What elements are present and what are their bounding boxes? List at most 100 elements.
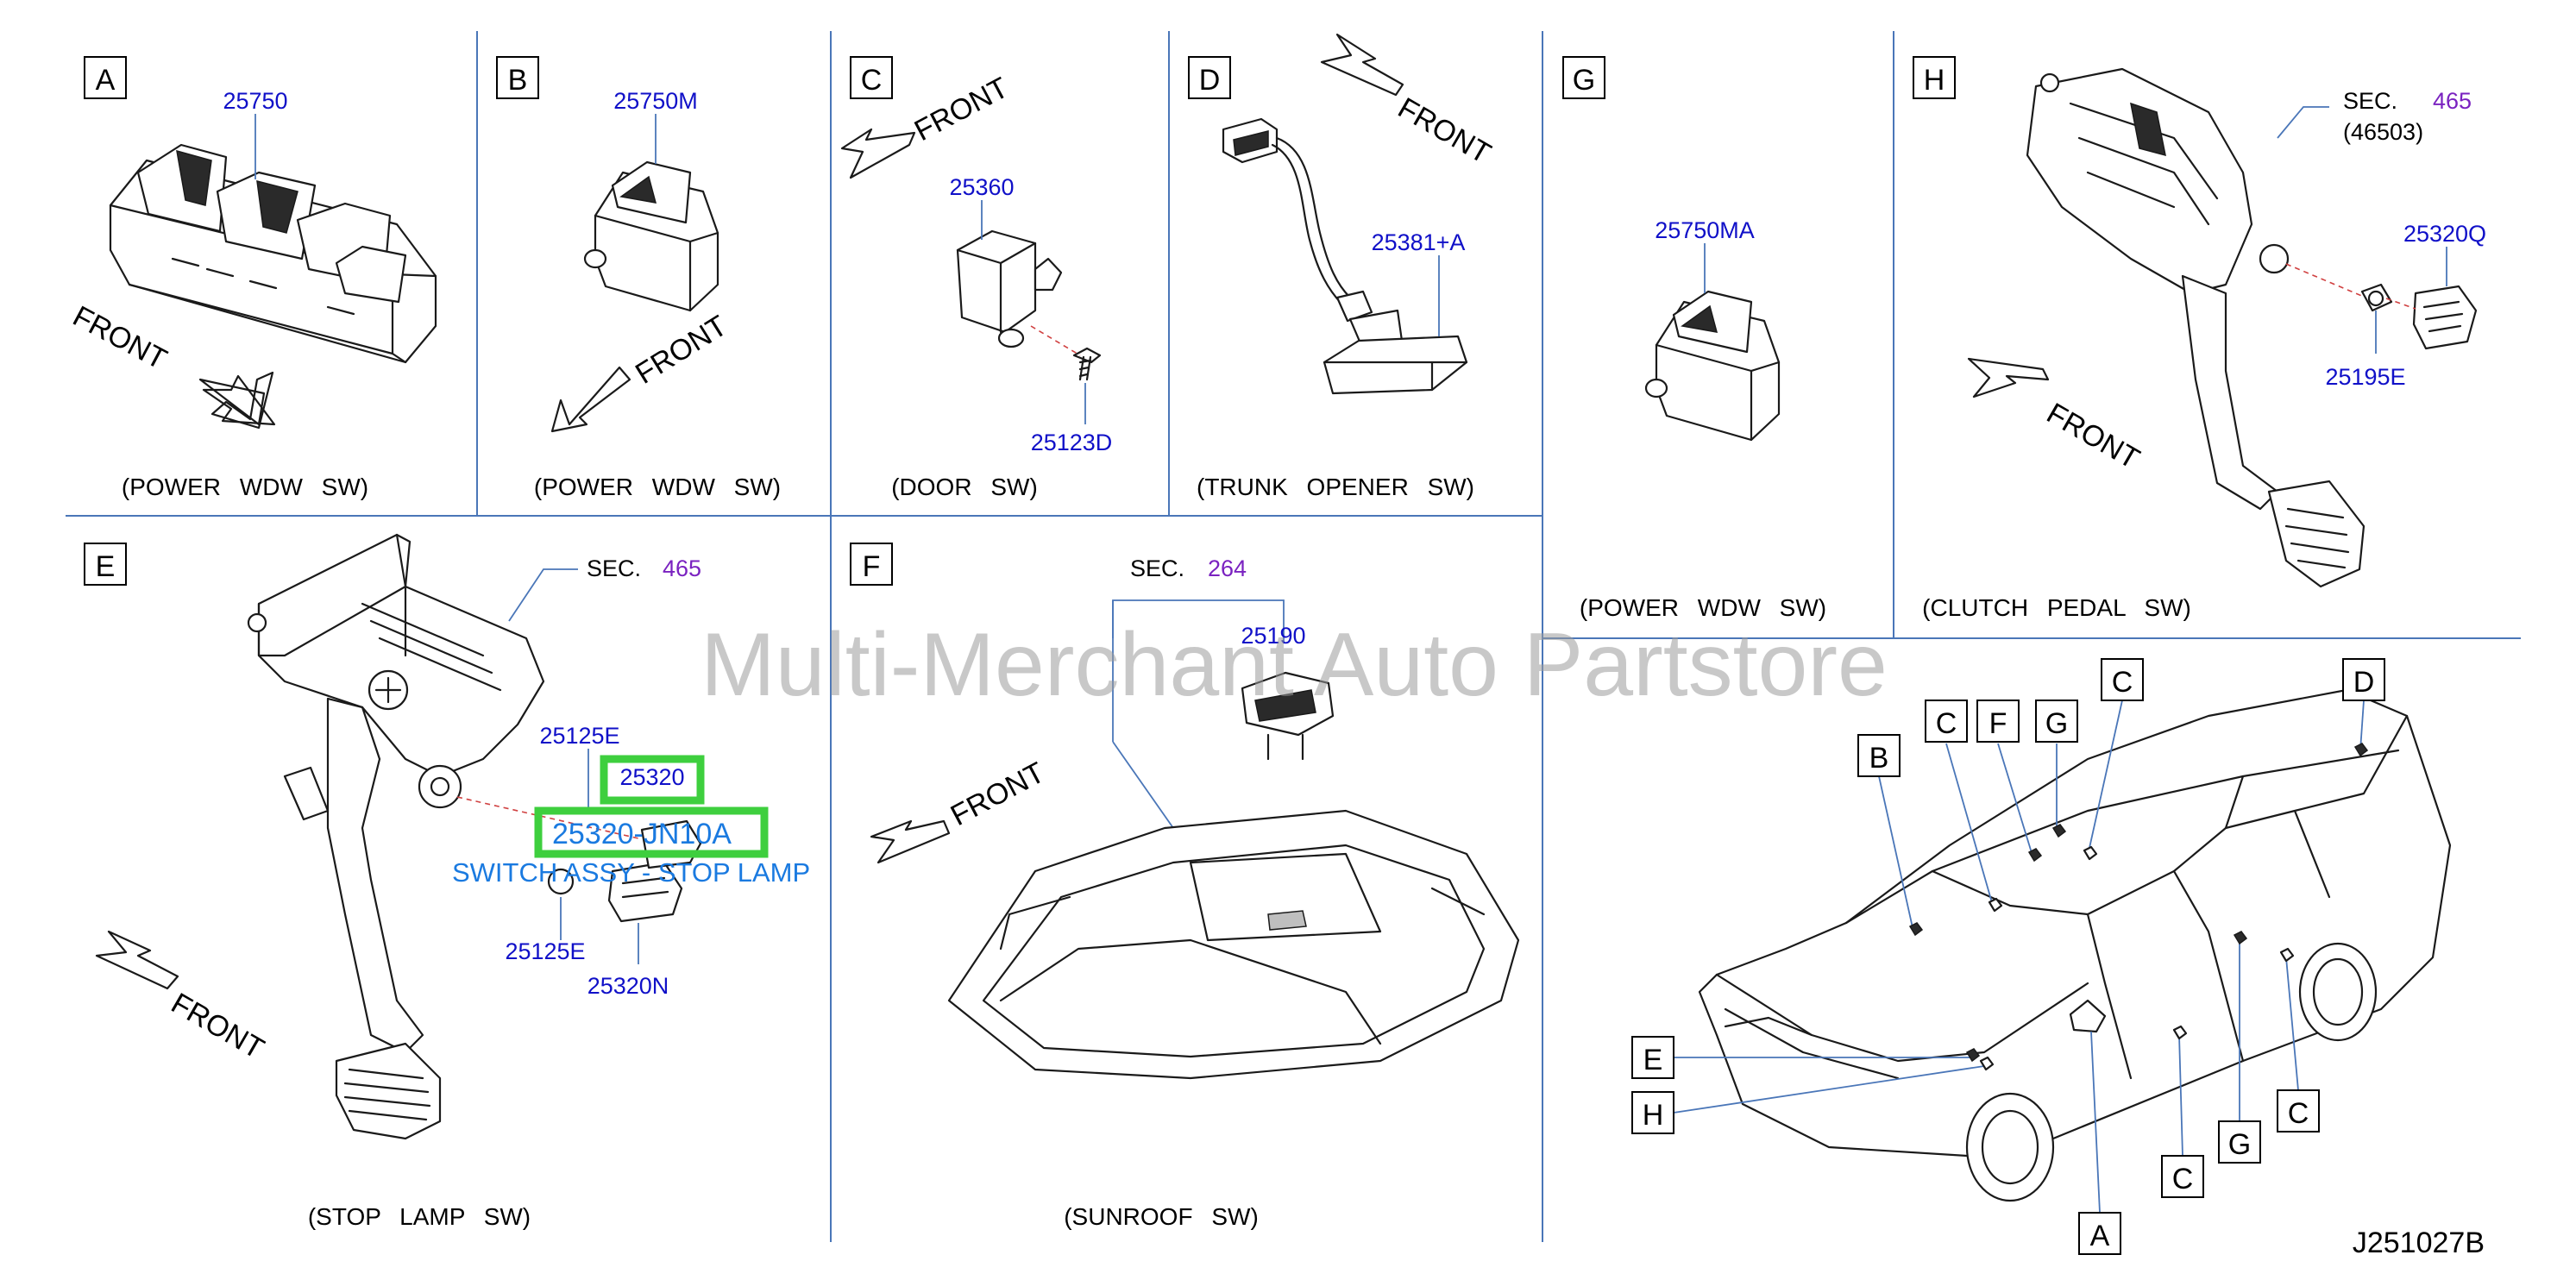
front-direction-arrow: FRONT bbox=[870, 756, 1050, 864]
section-number: 465 bbox=[663, 555, 701, 581]
part-number: 25123D bbox=[1031, 430, 1113, 455]
panel-caption: (DOOR SW) bbox=[891, 474, 1038, 500]
door-switch-drawing bbox=[956, 200, 1102, 424]
highlight-description[interactable]: SWITCH ASSY - STOP LAMP bbox=[452, 857, 810, 888]
svg-text:F: F bbox=[863, 550, 881, 583]
part-number: 25360 bbox=[949, 174, 1014, 200]
part-number: 25381+A bbox=[1372, 229, 1466, 255]
svg-text:C: C bbox=[861, 64, 883, 97]
callout-b: B bbox=[1857, 734, 1901, 777]
svg-text:FRONT: FRONT bbox=[67, 300, 172, 377]
svg-text:C: C bbox=[2172, 1163, 2194, 1195]
part-number: 25750 bbox=[223, 88, 287, 114]
part-number: 25125E bbox=[539, 723, 619, 749]
svg-text:FRONT: FRONT bbox=[1392, 91, 1496, 170]
panel-f: SEC. 264 25190 FRONT (SUNROOF SW) bbox=[870, 555, 1520, 1230]
panel-b: 25750M FRONT (POWER WDW SW) bbox=[534, 88, 781, 500]
callout-leaders bbox=[1673, 700, 2365, 1214]
part-number: 25320Q bbox=[2403, 221, 2486, 247]
panel-caption: (STOP LAMP SW) bbox=[308, 1203, 531, 1230]
part-number: 25125E bbox=[505, 938, 585, 964]
svg-text:G: G bbox=[2228, 1128, 2251, 1161]
panel-caption: (POWER WDW SW) bbox=[1580, 594, 1826, 621]
highlight-part-number[interactable]: 25320-JN10A bbox=[552, 818, 732, 850]
front-direction-arrow: FRONT bbox=[550, 310, 733, 433]
svg-text:G: G bbox=[1573, 64, 1595, 97]
part-number: 25320N bbox=[587, 973, 669, 999]
callout-g: G bbox=[2035, 700, 2078, 743]
svg-text:FRONT: FRONT bbox=[166, 987, 269, 1065]
highlight-hotspot-25320[interactable]: 25320-JN10A SWITCH ASSY - STOP LAMP bbox=[452, 755, 810, 888]
panel-letter-f: F bbox=[850, 543, 893, 586]
svg-text:C: C bbox=[2288, 1097, 2309, 1130]
front-direction-arrow: FRONT bbox=[1967, 357, 2145, 475]
svg-text:H: H bbox=[1924, 64, 1945, 97]
panel-c: FRONT 25360 25123D (DOOR SW) bbox=[840, 72, 1113, 500]
svg-text:G: G bbox=[2045, 707, 2068, 740]
clutch-pedal-assembly-drawing bbox=[2026, 67, 2478, 588]
part-number: 25750M bbox=[613, 88, 698, 114]
callout-markers bbox=[1908, 743, 2369, 1071]
overhead-console-drawing bbox=[947, 809, 1520, 1080]
panel-letter-a: A bbox=[84, 56, 127, 99]
panel-caption: (POWER WDW SW) bbox=[122, 474, 368, 500]
panel-g: 25750MA (POWER WDW SW) bbox=[1580, 217, 1826, 621]
power-window-switch-drawing bbox=[1644, 243, 1781, 442]
callout-c: C bbox=[2161, 1155, 2204, 1198]
section-sub-number: (46503) bbox=[2343, 119, 2423, 145]
svg-text:D: D bbox=[1199, 64, 1221, 97]
svg-text:B: B bbox=[508, 64, 528, 97]
panel-letter-g: G bbox=[1562, 56, 1605, 99]
callout-e: E bbox=[1631, 1036, 1674, 1079]
svg-text:F: F bbox=[1989, 707, 2007, 740]
panel-letter-d: D bbox=[1188, 56, 1231, 99]
section-label: SEC. bbox=[587, 555, 641, 581]
svg-text:E: E bbox=[1643, 1044, 1663, 1076]
panel-dividers bbox=[66, 31, 2521, 1242]
svg-text:B: B bbox=[1869, 742, 1889, 775]
vehicle-overview: B C F G C D E H A C G C bbox=[1631, 658, 2452, 1255]
section-label: SEC. bbox=[2343, 88, 2397, 114]
callout-c: C bbox=[1925, 700, 1968, 743]
panel-letter-h: H bbox=[1913, 56, 1956, 99]
panel-caption: (CLUTCH PEDAL SW) bbox=[1922, 594, 2191, 621]
power-window-switch-drawing bbox=[583, 114, 719, 312]
svg-text:A: A bbox=[2090, 1220, 2110, 1252]
svg-text:C: C bbox=[1936, 707, 1957, 740]
svg-text:FRONT: FRONT bbox=[946, 756, 1050, 833]
svg-text:A: A bbox=[96, 64, 116, 97]
panel-caption: (SUNROOF SW) bbox=[1064, 1203, 1259, 1230]
part-number: 25195E bbox=[2325, 364, 2405, 390]
panel-a: 25750 FRONT (POWER WDW SW) bbox=[67, 88, 437, 500]
callout-a: A bbox=[2078, 1212, 2121, 1255]
panel-caption: (POWER WDW SW) bbox=[534, 474, 781, 500]
section-label: SEC. bbox=[1130, 555, 1184, 581]
watermark: Multi-Merchant Auto Partstore bbox=[701, 615, 1888, 715]
sunroof-switch-drawing bbox=[1241, 671, 1335, 761]
diagram-code: J251027B bbox=[2353, 1227, 2485, 1259]
sedan-drawing bbox=[1698, 688, 2452, 1202]
section-number: 465 bbox=[2433, 88, 2472, 114]
svg-text:E: E bbox=[96, 550, 116, 583]
trunk-opener-switch-drawing bbox=[1222, 117, 1468, 395]
front-direction-arrow: FRONT bbox=[67, 300, 276, 430]
svg-text:FRONT: FRONT bbox=[909, 72, 1014, 148]
callout-c: C bbox=[2101, 658, 2144, 701]
callout-c: C bbox=[2277, 1089, 2320, 1133]
callout-f: F bbox=[1976, 700, 2020, 743]
callout-g: G bbox=[2218, 1120, 2261, 1164]
section-number: 264 bbox=[1208, 555, 1247, 581]
callout-d: D bbox=[2342, 658, 2385, 701]
panel-h: SEC. 465 (46503) 25320Q 25195E FRONT (CL… bbox=[1922, 67, 2486, 621]
part-number: 25320 bbox=[619, 764, 684, 790]
part-number: 25750MA bbox=[1655, 217, 1755, 243]
front-direction-arrow: FRONT bbox=[95, 930, 269, 1065]
power-window-master-switch-drawing bbox=[109, 114, 437, 364]
front-direction-arrow: FRONT bbox=[1320, 33, 1496, 170]
svg-text:H: H bbox=[1643, 1099, 1664, 1132]
panel-caption: (TRUNK OPENER SW) bbox=[1197, 474, 1474, 500]
callout-h: H bbox=[1631, 1091, 1674, 1134]
panel-letter-c: C bbox=[850, 56, 893, 99]
panel-d: FRONT 25381+A (TRUNK OPENER SW) bbox=[1197, 33, 1496, 500]
